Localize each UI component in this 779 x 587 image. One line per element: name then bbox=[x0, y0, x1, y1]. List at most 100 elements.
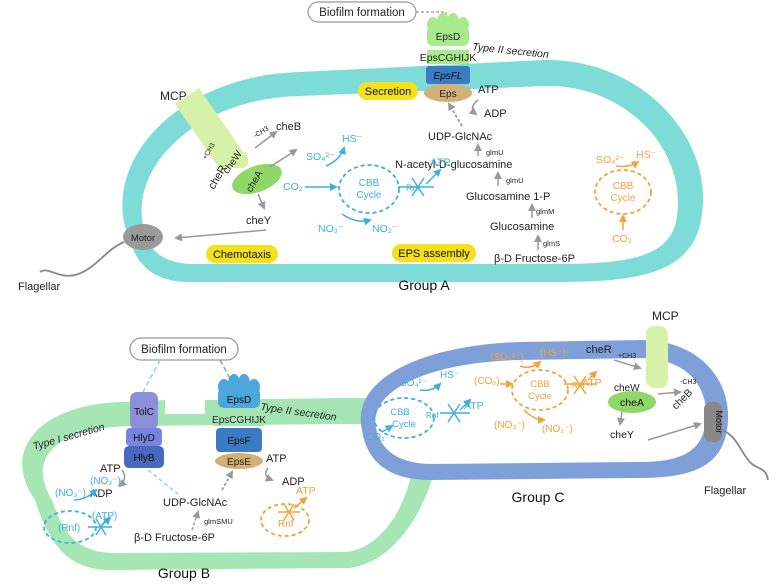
group-b-udp-to-epse-arrow bbox=[221, 470, 233, 491]
group-c-rnf-orange-label: Rnf bbox=[572, 381, 585, 390]
group-b-adp-right-label: ADP bbox=[282, 476, 305, 488]
group-a-cell-interior bbox=[141, 85, 678, 264]
group-c-flagellum bbox=[721, 429, 769, 481]
group-a-co2-label: CO₂ bbox=[283, 181, 303, 193]
group-a-chemotaxis-box bbox=[206, 245, 278, 263]
group-a-cycle-label: Cycle bbox=[356, 190, 381, 201]
group-b-udp-label: UDP-GlcNAc bbox=[163, 497, 228, 509]
group-c-cbb-orange-label: CBB bbox=[530, 379, 550, 390]
group-c-rnf-orange-arrows bbox=[564, 375, 596, 395]
group-c-so4-hs-arrow bbox=[419, 382, 442, 392]
group-a-atp-blue-arrow bbox=[425, 168, 442, 185]
group-a-biofilm-label: Biofilm formation bbox=[319, 7, 405, 19]
group-a-rnf-label: Rnf bbox=[406, 183, 421, 193]
group-c-ch3-plus-label: +CH3 bbox=[618, 353, 636, 360]
group-c-co2-arrow bbox=[381, 424, 394, 433]
group-a-epscghijk-band bbox=[427, 50, 469, 64]
group-c-no3-no2-arrow bbox=[523, 409, 546, 424]
group-a-fructose-label: β-D Fructose-6P bbox=[494, 253, 575, 265]
group-a-so4-hs-orange-arrow bbox=[615, 160, 640, 169]
group-c-atp-blue-arrow bbox=[459, 398, 472, 411]
group-b-no3-label: (NO₃⁻) bbox=[55, 488, 86, 499]
group-b-hlyb-label: HlyB bbox=[133, 453, 154, 464]
group-c-no3-paren-label: (NO₃⁻) bbox=[494, 420, 525, 431]
group-c-hs-paren-label: (HS⁻) bbox=[540, 348, 566, 359]
group-c-chew-label: cheW bbox=[614, 383, 640, 394]
group-b-atp-left-label: ATP bbox=[100, 463, 121, 475]
group-a-hs-orange-label: HS⁻ bbox=[636, 149, 657, 161]
group-a-motor bbox=[123, 224, 163, 250]
group-c-cher-arrow bbox=[613, 359, 642, 371]
group-b-atp-paren-arrow bbox=[101, 516, 112, 526]
group-a-chey-to-motor-arrow bbox=[174, 229, 267, 242]
group-a-atp-blue-label: ATP bbox=[430, 157, 451, 169]
group-c-ch3-minus-label: -CH3 bbox=[680, 379, 696, 386]
group-c-chey-to-motor-arrow bbox=[647, 421, 702, 441]
group-a-mcp-receptor bbox=[175, 88, 246, 172]
group-a-no2-label: NO₂⁻ bbox=[372, 223, 398, 235]
group-b-no2-label: (NO₂⁻) bbox=[90, 476, 121, 487]
group-b-fructose-label: β-D Fructose-6P bbox=[134, 532, 215, 544]
group-b-epscghijk-band bbox=[214, 412, 264, 426]
group-a-nacetyl-label: N-acetyl-D-glucosamine bbox=[395, 159, 512, 171]
group-c-so4-label: SO₄²⁻ bbox=[400, 378, 427, 389]
group-c-motor-label: Motor bbox=[714, 410, 724, 433]
group-b-biofilm-box bbox=[129, 337, 239, 361]
group-a-adp-label: ADP bbox=[484, 108, 507, 120]
group-a-glms-label: glmS bbox=[543, 239, 560, 248]
group-a-udp-label: UDP-GlcNAc bbox=[428, 131, 493, 143]
group-b-rnf-paren-label: (Rnf) bbox=[58, 523, 80, 534]
group-a-no3-no2-arrow bbox=[341, 213, 372, 226]
group-b-atp-adp-left-arrow bbox=[118, 469, 128, 488]
group-b-epsd-label: EpsD bbox=[227, 395, 251, 406]
group-a-atp-adp-arrow bbox=[468, 99, 479, 116]
group-b-no3-no2-arrow bbox=[73, 488, 98, 501]
group-a-glmu1-label: glmU bbox=[486, 148, 504, 157]
group-c-cbb-cycle-orange bbox=[511, 369, 569, 411]
group-a-chea-oval bbox=[232, 163, 282, 195]
group-c-cbb-label: CBB bbox=[390, 407, 410, 418]
group-a-so4-label: SO₄²⁻ bbox=[306, 151, 335, 163]
group-b-hlyd-label: HlyD bbox=[133, 433, 155, 444]
group-b: Biofilm formation Type I secretion TolC … bbox=[22, 337, 441, 581]
group-c-rnf-label: Rnf bbox=[426, 411, 439, 420]
group-b-atp-orange-label: ATP bbox=[296, 485, 316, 497]
group-a-eps-label: Eps bbox=[439, 89, 456, 100]
group-b-atp-right-label: ATP bbox=[266, 453, 287, 465]
group-c-cell-interior bbox=[375, 358, 707, 464]
group-a-title: Group A bbox=[398, 277, 450, 293]
group-a-chew-box bbox=[222, 152, 248, 168]
group-a-secretion-box bbox=[358, 82, 418, 100]
group-a-so4-orange-label: SO₄²⁻ bbox=[596, 154, 625, 166]
group-c-chey-label: cheY bbox=[610, 429, 634, 441]
group-a-chea-to-chey-arrow bbox=[257, 193, 266, 210]
group-a-hs-label: HS⁻ bbox=[342, 133, 363, 145]
group-a-cheb-label: cheB bbox=[276, 121, 301, 133]
group-b-title: Group B bbox=[158, 565, 210, 581]
group-a-epsd-label: EpsD bbox=[436, 32, 460, 43]
group-b-epscghijk-label: EpsCGHIJK bbox=[212, 415, 266, 426]
group-c-mcp-label: MCP bbox=[652, 309, 679, 323]
group-a-glucosamine-label: Glucosamine bbox=[490, 221, 554, 233]
group-b-rnf-orange-label: Rnf bbox=[278, 519, 294, 530]
group-a-atp-label: ATP bbox=[478, 84, 499, 96]
group-a-mcp-label: MCP bbox=[160, 89, 187, 103]
group-b-biofilm-left-connector bbox=[142, 359, 161, 393]
group-a-epsfl-box bbox=[426, 66, 470, 84]
group-a-rnf-arrows bbox=[398, 177, 434, 197]
group-a-flagellar-label: Flagellar bbox=[18, 281, 61, 293]
group-b-fructose-to-udp-arrow bbox=[191, 510, 200, 531]
group-a-cbb-cycle-blue bbox=[338, 164, 400, 214]
group-c-chea-label: cheA bbox=[620, 397, 644, 409]
group-a-chemotaxis-label: Chemotaxis bbox=[213, 249, 272, 261]
group-a-flagellum bbox=[39, 241, 125, 277]
group-a-secretion-label: Secretion bbox=[365, 86, 411, 98]
group-c-no2-paren-label: (NO₂⁻) bbox=[542, 424, 573, 435]
group-c-mcp-receptor bbox=[646, 326, 668, 388]
group-c-co2-paren-label: (CO₂) bbox=[474, 376, 500, 387]
group-c-cbb-cycle-blue bbox=[373, 397, 435, 439]
group-a-cheb-arrow bbox=[254, 130, 278, 149]
group-b-epsf-label: EpsF bbox=[227, 436, 250, 447]
group-c-so4-paren-label: (SO₄²⁻) bbox=[490, 352, 524, 363]
